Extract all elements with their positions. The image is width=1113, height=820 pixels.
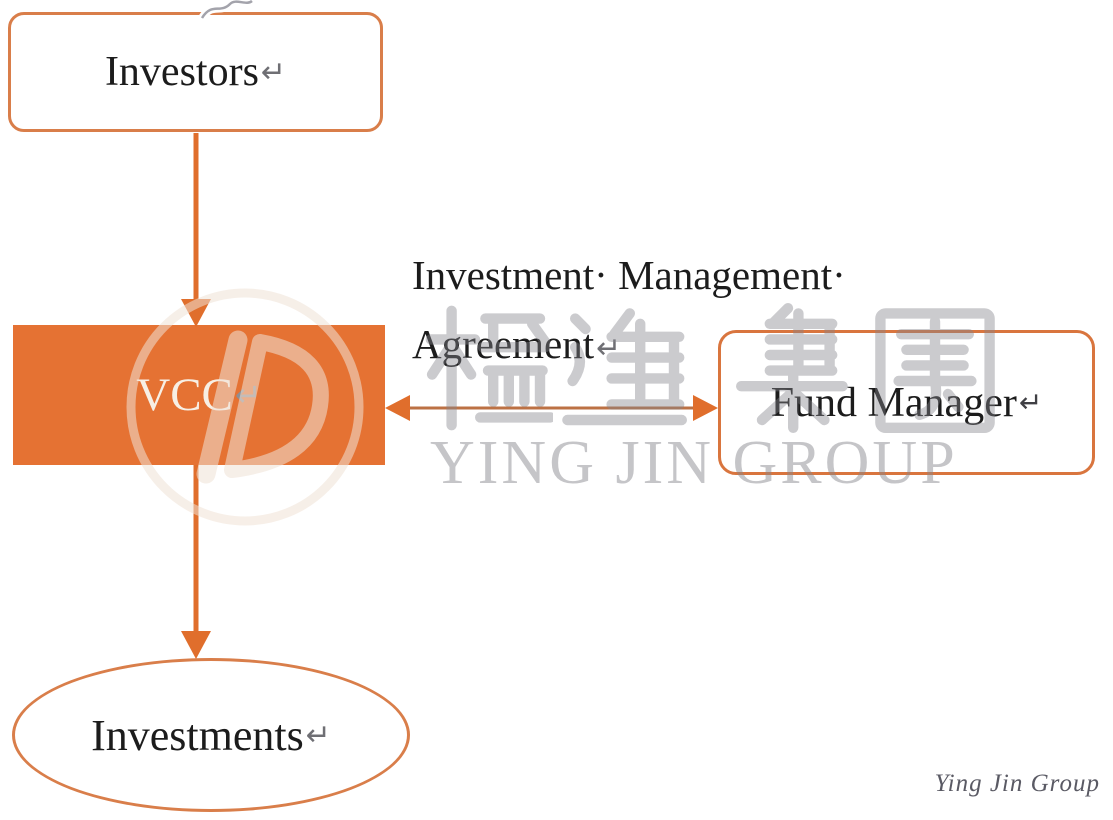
return-mark-icon: ↵ <box>596 331 622 366</box>
return-mark-icon: ↵ <box>234 376 262 414</box>
return-mark-icon: ↵ <box>1018 386 1043 419</box>
investments-label: Investments <box>91 710 304 760</box>
arrowhead-down-icon <box>181 299 211 327</box>
arrowhead-right-icon <box>693 395 718 421</box>
investors-label: Investors <box>104 49 259 95</box>
arrowhead-left-icon <box>385 395 410 421</box>
agreement-label-line1: Investment· Management· <box>412 252 846 298</box>
return-mark-icon: ↵ <box>305 717 331 753</box>
agreement-label-text: Agreement <box>412 321 595 367</box>
investments-node: Investments↵ <box>12 658 410 812</box>
signature-watermark: Ying Jin Group <box>934 770 1100 797</box>
arrow-investors-to-vcc <box>181 133 211 327</box>
vcc-node: VCC↵ <box>13 325 385 465</box>
vcc-label: VCC <box>136 369 233 421</box>
agreement-label-line2: Agreement↵ <box>412 321 621 372</box>
return-mark-icon: ↵ <box>260 54 287 90</box>
arrow-vcc-fund-manager <box>385 395 718 421</box>
fund-manager-label: Fund Manager <box>770 379 1017 426</box>
fund-manager-node: Fund Manager↵ <box>718 330 1095 475</box>
arrow-vcc-to-investments <box>181 465 211 659</box>
investors-node: Investors↵ <box>8 12 383 132</box>
arrowhead-down-icon <box>181 631 211 659</box>
